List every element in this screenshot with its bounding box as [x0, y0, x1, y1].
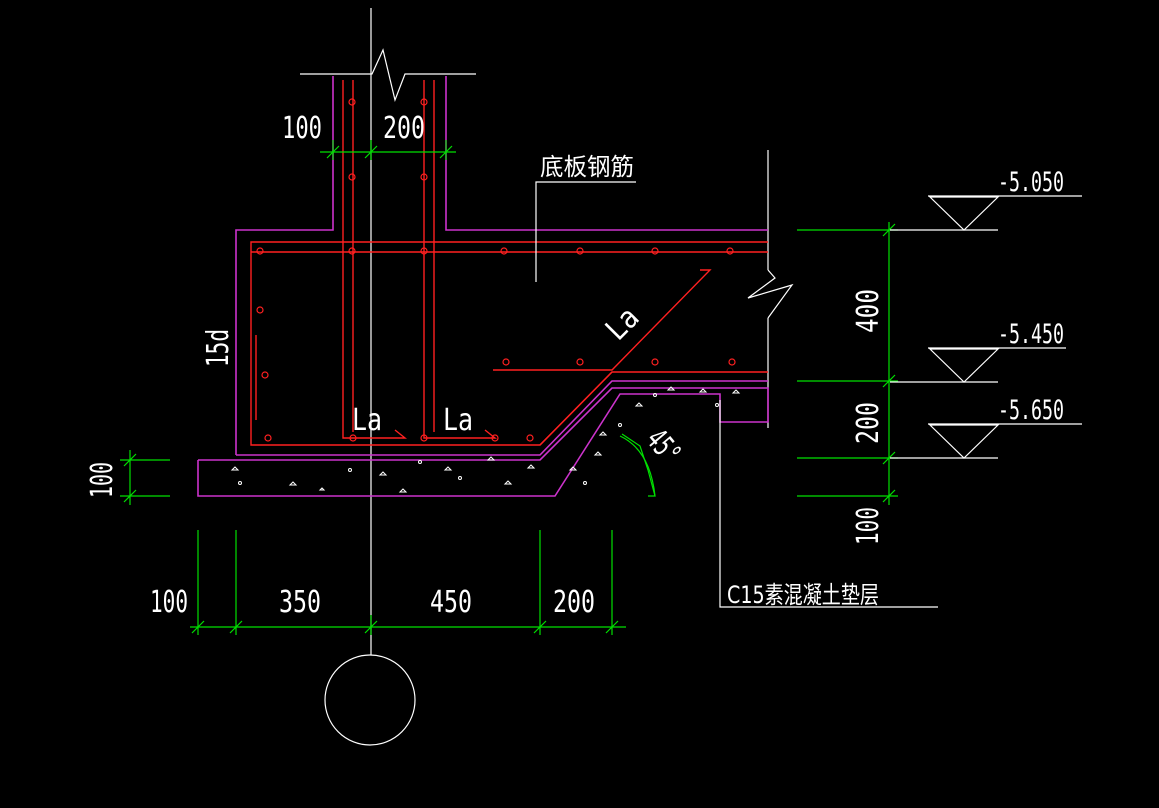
- slab-rebar-label: 底板钢筋: [540, 153, 634, 181]
- cushion-hatch: [230, 386, 741, 493]
- wall-right-outline: [445, 76, 768, 231]
- rebar: [250, 80, 768, 446]
- axis-bubble: [324, 654, 416, 746]
- elevation-bottom: -5.650: [998, 395, 1064, 426]
- anchor-label-1: La: [352, 403, 382, 438]
- dim-right-1: 400: [851, 289, 886, 333]
- elevation-middle: -5.450: [998, 319, 1064, 350]
- wall-bar-right-inner: [423, 80, 497, 439]
- leaders: [535, 181, 1082, 608]
- anchor-label-slope: La: [599, 300, 646, 347]
- anchor-label-2: La: [443, 403, 473, 438]
- slab-top-bar: [250, 241, 768, 446]
- slab-rebar-leader: [535, 181, 636, 282]
- rebar-dots: [256, 98, 736, 442]
- cushion-label: C15素混凝土垫层: [727, 581, 879, 609]
- dim-right-3: 100: [851, 507, 886, 545]
- dim-bottom-1: 100: [150, 585, 188, 620]
- dim-bottom-2: 350: [279, 585, 321, 620]
- dim-bottom-3: 450: [430, 585, 472, 620]
- cushion-leader: [719, 400, 938, 608]
- wall-top-break-line: [300, 48, 476, 103]
- labels: 100 200 底板钢筋 La La La 15d 45° 100 100 35…: [85, 111, 1064, 620]
- dim-wall-left: 100: [282, 111, 322, 146]
- elevation-top: -5.050: [998, 167, 1064, 198]
- slope-anchor-bar: [493, 269, 712, 371]
- dim-cushion-left: 100: [85, 462, 120, 498]
- slab-bottom-outline: [236, 380, 768, 456]
- dimension-lines: [120, 140, 898, 635]
- right-break-mark: [747, 269, 794, 319]
- dim-wall-thickness: 200: [383, 111, 425, 146]
- wall-bar-left-outer: [342, 80, 407, 439]
- slope-anchor-bar-2: [539, 371, 613, 446]
- dim-bottom-4: 200: [553, 585, 595, 620]
- dim-right-2: 200: [851, 402, 886, 444]
- axis-lines: [300, 8, 794, 746]
- hook-length-label: 15d: [201, 329, 236, 367]
